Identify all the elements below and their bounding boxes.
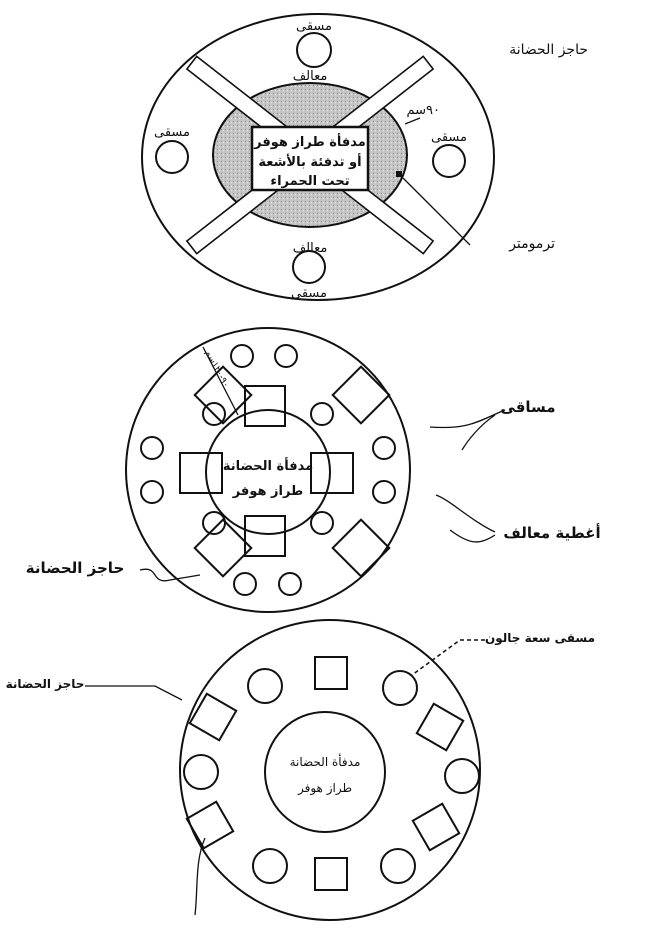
waterers bbox=[140, 344, 396, 596]
waterers-label: مساقى bbox=[500, 398, 555, 416]
diagram-hover-brooder-with-covers: مدفأة الحضانة طراز هوفر ٩٠-١٢٠سم مساقى أ… bbox=[26, 327, 601, 613]
feeder-covers-label: أغطية معالف bbox=[503, 523, 600, 542]
feeder-covers-pointers bbox=[435, 494, 496, 543]
feeder-covers bbox=[179, 365, 391, 578]
heater-label-1: مدفأة الحضانة bbox=[223, 457, 313, 474]
waterer bbox=[432, 144, 466, 178]
heater-label-3: تحت الحمراء bbox=[270, 174, 349, 189]
diagram-hover-brooder-gallon-waterers: مدفأة الحضانة طراز هوفر مسقى سعة جالون ح… bbox=[6, 619, 595, 921]
gallon-waterers bbox=[183, 668, 480, 884]
brooder-guard-label: حاجز الحضانة bbox=[509, 42, 588, 58]
gallon-waterer-label: مسقى سعة جالون bbox=[485, 631, 595, 646]
distance-label: ٩٠سم bbox=[406, 103, 440, 118]
hover-heater bbox=[264, 711, 386, 833]
feeder-label-bottom: معالف bbox=[293, 241, 328, 256]
brooder-guard-pointer bbox=[139, 568, 201, 582]
heater-box bbox=[250, 125, 370, 192]
waterer bbox=[296, 32, 332, 68]
heater-label-2: أو تدفئة بالأشعة bbox=[258, 153, 361, 170]
brooder-guard-label: حاجز الحضانة bbox=[6, 677, 85, 691]
heater-label-2: طراز هوفر bbox=[297, 781, 352, 796]
brooder-guard bbox=[179, 619, 481, 921]
feeder-label-top: معالف bbox=[293, 69, 328, 84]
brooder-guard bbox=[141, 13, 495, 301]
waterer-label-bottom: مسقى bbox=[291, 286, 327, 301]
waterers-pointers bbox=[429, 409, 506, 451]
feeders bbox=[185, 656, 465, 891]
waterer bbox=[292, 250, 326, 284]
heater-label-1: مدفأة طراز هوفر bbox=[253, 133, 366, 150]
heater-label-1: مدفأة الحضانة bbox=[290, 753, 361, 769]
thermometer-marker bbox=[396, 171, 402, 177]
thermometer-label: ترمومتر bbox=[508, 236, 555, 252]
feeder-pointer bbox=[194, 837, 206, 916]
gallon-waterer-pointer bbox=[411, 639, 485, 676]
diagram-hover-brooder-with-feeders: مدفأة طراز هوفر أو تدفئة بالأشعة تحت الح… bbox=[141, 13, 588, 301]
brooder-guard-label: حاجز الحضانة bbox=[26, 559, 125, 577]
distance-arrow bbox=[404, 117, 421, 125]
waterer-label-left: مسقى bbox=[154, 125, 190, 140]
heater-label-2: طراز هوفر bbox=[232, 484, 304, 499]
waterer-label-right: مسقى bbox=[431, 130, 467, 145]
thermometer-pointer bbox=[402, 177, 471, 246]
distance-arrow bbox=[202, 346, 239, 416]
brooder-guard-pointer bbox=[85, 685, 183, 701]
hover-heater bbox=[205, 409, 331, 535]
waterer bbox=[155, 140, 189, 174]
waterer-label-top: مسقى bbox=[296, 19, 332, 34]
brooder-guard bbox=[125, 327, 411, 613]
